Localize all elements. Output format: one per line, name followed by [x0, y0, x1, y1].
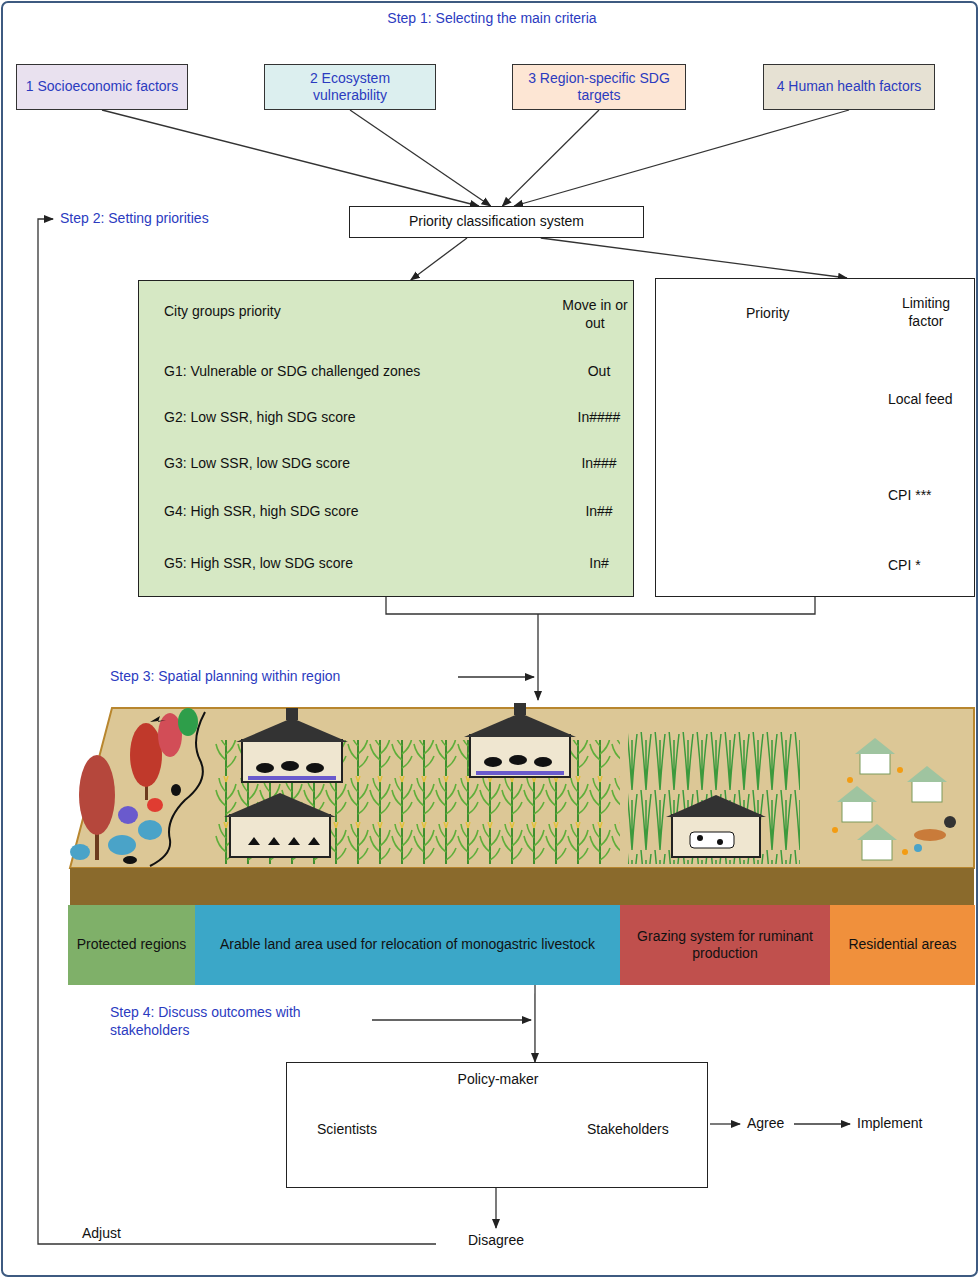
step-label: Step 3: Spatial planning within region — [108, 668, 342, 686]
flow-arrow — [537, 614, 538, 700]
connector-arrow — [102, 110, 479, 206]
landscape-illustration — [70, 703, 974, 905]
outcome-label: Agree — [745, 1115, 786, 1133]
implement-arrow — [794, 1123, 850, 1124]
land-use-band: Arable land area used for relocation of … — [195, 905, 620, 985]
node-text: 3 Region-specific SDG targets — [521, 70, 677, 105]
node-text: 2 Ecosystem vulnerability — [273, 70, 427, 105]
criteria-box: 2 Ecosystem vulnerability — [264, 64, 436, 110]
node-text: Residential areas — [848, 936, 956, 954]
node-text: Priority classification system — [409, 213, 584, 231]
node-text: In#### — [569, 409, 629, 427]
node-text: G2: Low SSR, high SDG score — [164, 409, 355, 427]
node-text: CPI *** — [888, 487, 932, 505]
connector-arrow — [350, 110, 491, 206]
connector-arrow — [411, 238, 467, 280]
land-use-band: Protected regions — [68, 905, 195, 985]
connector-arrow — [514, 110, 849, 206]
node-text: Scientists — [317, 1121, 377, 1139]
node-text: Priority — [746, 305, 790, 323]
livestock-priority-box: Priority Limiting factorLocal feedCPI ***… — [655, 278, 975, 597]
outcome-label: Implement — [855, 1115, 924, 1133]
node-text: Local feed — [888, 391, 953, 409]
step-arrow — [458, 676, 534, 677]
node-text: Limiting factor — [884, 295, 968, 330]
priority-table-box: City groups priority Move in or outG1: Vu… — [138, 280, 634, 597]
node-text: G1: Vulnerable or SDG challenged zones — [164, 363, 420, 381]
node-text: Policy-maker — [287, 1071, 709, 1089]
node-text: G3: Low SSR, low SDG score — [164, 455, 350, 473]
criteria-box: 3 Region-specific SDG targets — [512, 64, 686, 110]
node-text: G4: High SSR, high SDG score — [164, 503, 359, 521]
connector-arrow — [502, 110, 599, 206]
node-text: In## — [569, 503, 629, 521]
land-use-band: Grazing system for ruminant production — [620, 905, 830, 985]
node-text: Grazing system for ruminant production — [628, 928, 822, 963]
node-text: G5: High SSR, low SDG score — [164, 555, 353, 573]
agree-arrow — [710, 1123, 740, 1124]
node-text: City groups priority — [164, 303, 281, 321]
node-text: Protected regions — [77, 936, 187, 954]
process-box: Priority classification system — [349, 206, 644, 238]
node-text: CPI * — [888, 557, 921, 575]
merge-bracket — [386, 597, 815, 614]
loop-label: Adjust — [80, 1225, 123, 1243]
node-text: Move in or out — [559, 297, 631, 332]
outcome-label: Disagree — [466, 1232, 526, 1250]
connector-arrow — [534, 985, 535, 1062]
connector-arrow — [541, 238, 847, 278]
node-text: In### — [569, 455, 629, 473]
step-label: Step 4: Discuss outcomes with stakeholde… — [108, 1004, 362, 1039]
node-text: Arable land area used for relocation of … — [220, 936, 595, 954]
stakeholder-meeting-box: Policy-makerScientists Stakeholders — [286, 1062, 708, 1188]
land-use-band: Residential areas — [830, 905, 975, 985]
node-text: 1 Socioeconomic factors — [26, 78, 179, 96]
criteria-box: 4 Human health factors — [763, 64, 935, 110]
node-text: Stakeholders — [587, 1121, 669, 1139]
step-arrow — [372, 1019, 531, 1020]
criteria-box: 1 Socioeconomic factors — [16, 64, 188, 110]
disagree-arrow — [495, 1188, 496, 1228]
node-text: 4 Human health factors — [777, 78, 922, 96]
node-text: In# — [569, 555, 629, 573]
step-label: Step 2: Setting priorities — [58, 210, 211, 228]
step-label: Step 1: Selecting the main criteria — [290, 10, 694, 28]
node-text: Out — [569, 363, 629, 381]
